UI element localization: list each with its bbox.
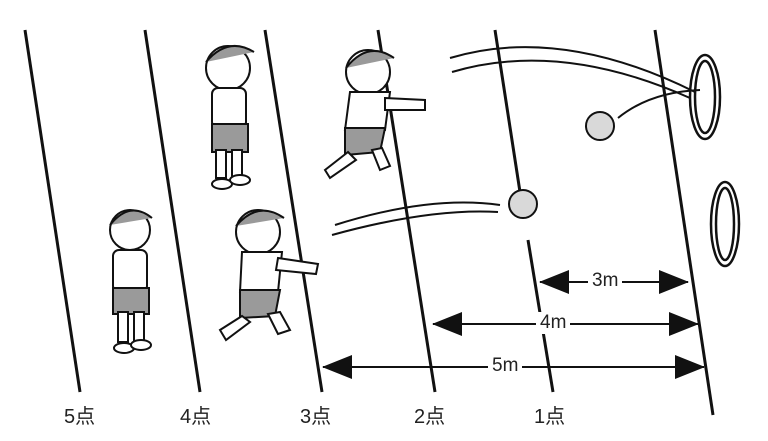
- distance-label-5m: 5m: [488, 355, 523, 377]
- lane-label-2pt: 2点: [414, 406, 446, 428]
- line-4pt: [143, 29, 202, 393]
- child-4pt: [205, 44, 255, 190]
- lane-label-1pt: 1点: [534, 406, 566, 428]
- ball-lower: [508, 189, 538, 219]
- distance-label-4m: 4m: [536, 312, 571, 334]
- hoop-lower: [709, 180, 741, 268]
- child-thrower-lower: [218, 209, 320, 342]
- line-1pt-top: [493, 29, 524, 206]
- line-3pt: [263, 29, 324, 393]
- child-5pt: [109, 209, 153, 354]
- distance-label-3m: 3m: [588, 270, 623, 292]
- child-thrower-upper: [323, 49, 426, 180]
- line-5pt: [23, 29, 82, 393]
- lane-label-5pt: 5点: [64, 406, 96, 428]
- line-2pt: [376, 29, 437, 393]
- lane-label-4pt: 4点: [180, 406, 212, 428]
- lane-label-3pt: 3点: [300, 406, 332, 428]
- ball-upper: [585, 111, 615, 141]
